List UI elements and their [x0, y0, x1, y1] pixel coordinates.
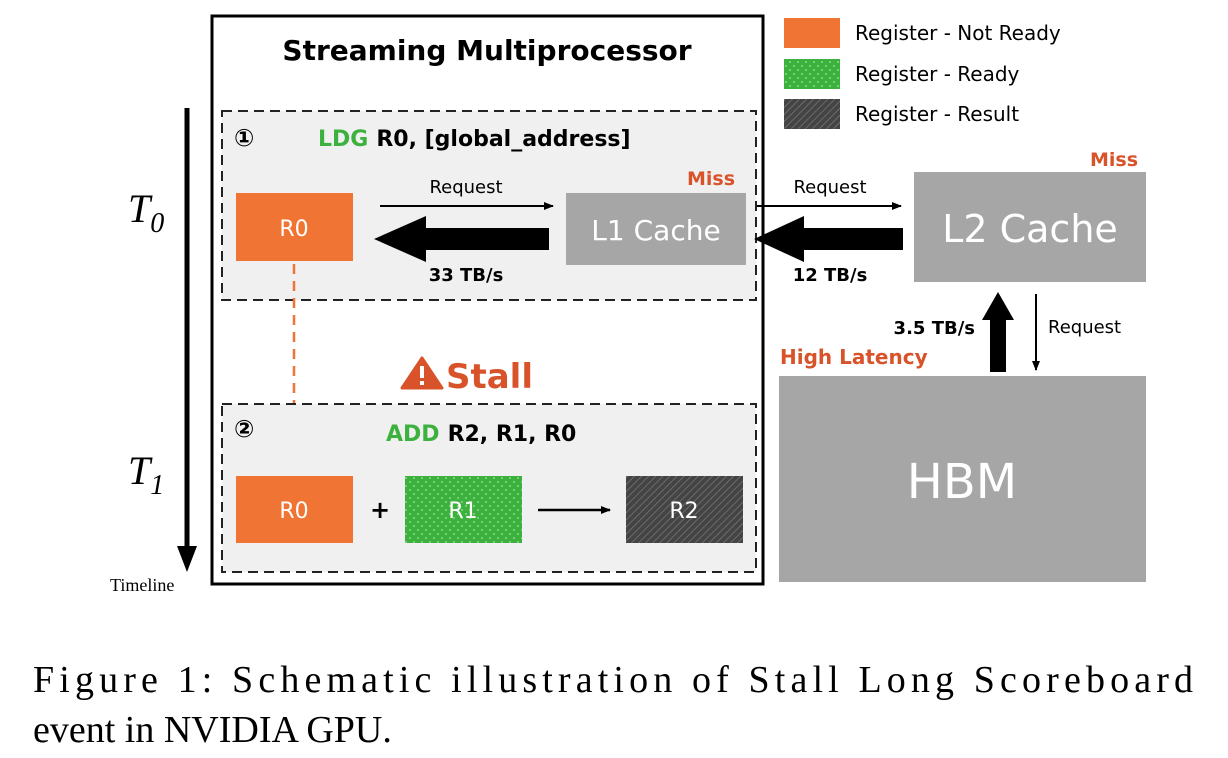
step2-r1-register — [405, 476, 522, 543]
step2-r0-register — [236, 476, 353, 543]
warning-icon — [400, 356, 444, 390]
timeline-t1: T1 — [128, 448, 164, 501]
step1-request-label: Request — [429, 177, 502, 198]
l1-cache-label: L1 Cache — [591, 214, 720, 247]
step1-number: ① — [234, 124, 254, 152]
legend-label-result: Register - Result — [855, 102, 1019, 126]
step1-operands: R0, [global_address] — [376, 127, 630, 152]
hbm-bandwidth: 3.5 TB/s — [894, 318, 975, 339]
l2-miss-label: Miss — [1090, 149, 1138, 171]
step2-operands: R2, R1, R0 — [448, 422, 577, 447]
stall-label: Stall — [446, 357, 533, 397]
legend-swatch-ready — [784, 59, 840, 89]
hbm-label: HBM — [907, 454, 1017, 510]
hbm-response-arrow — [982, 292, 1014, 372]
l2-cache-label: L2 Cache — [942, 207, 1118, 251]
step2-number: ② — [234, 415, 254, 443]
step2-r0-label: R0 — [279, 499, 308, 524]
step1-bandwidth: 33 TB/s — [429, 265, 504, 286]
step1-response-arrow — [374, 216, 549, 262]
sm-title: Streaming Multiprocessor — [282, 34, 691, 67]
step1-instruction: LDG R0, [global_address] — [318, 127, 631, 152]
timeline-arrowhead — [177, 546, 197, 572]
step2-r2-register — [626, 476, 743, 543]
high-latency-label: High Latency — [780, 345, 928, 369]
timeline-label: Timeline — [110, 575, 174, 595]
step1-opcode: LDG — [318, 127, 368, 152]
l2-request-label: Request — [793, 177, 866, 198]
caption-line-1: Figure 1: Schematic illustration of Stal… — [33, 659, 1193, 701]
caption-line-2: event in NVIDIA GPU. — [33, 709, 392, 751]
timeline-t1-sub: 1 — [150, 470, 164, 501]
legend: Register - Not Ready Register - Ready Re… — [784, 18, 1061, 129]
step1-r0-register — [236, 193, 353, 261]
legend-label-ready: Register - Ready — [855, 62, 1020, 86]
l1-miss-label: Miss — [687, 168, 735, 190]
timeline-t0-sub: 0 — [150, 208, 164, 239]
l1-cache-box — [566, 193, 746, 265]
legend-label-not-ready: Register - Not Ready — [855, 21, 1061, 45]
step2-opcode: ADD — [386, 422, 440, 447]
plus-sign: + — [370, 496, 390, 524]
step1-r0-label: R0 — [279, 217, 308, 242]
hbm-request-label: Request — [1048, 317, 1121, 338]
step2-instruction: ADD R2, R1, R0 — [386, 422, 576, 447]
step2-r2-label: R2 — [669, 499, 698, 524]
legend-swatch-result — [784, 99, 840, 129]
l2-bandwidth: 12 TB/s — [793, 265, 868, 286]
legend-swatch-not-ready — [784, 18, 840, 48]
hbm-box — [779, 376, 1146, 582]
l2-cache-box — [914, 172, 1146, 282]
l2-response-arrow — [754, 216, 903, 262]
step2-r1-label: R1 — [448, 499, 477, 524]
timeline-t0: T0 — [128, 186, 164, 239]
